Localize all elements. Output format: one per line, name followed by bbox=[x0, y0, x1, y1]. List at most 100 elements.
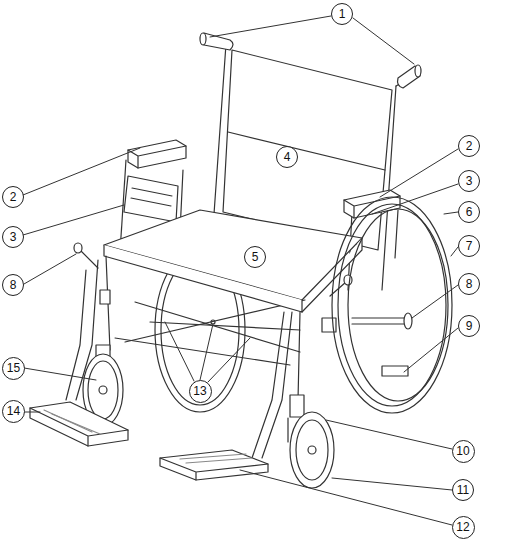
callout-number: 6 bbox=[458, 201, 480, 223]
leader-line bbox=[23, 205, 124, 235]
callout-number: 8 bbox=[458, 273, 480, 295]
push-handle bbox=[200, 33, 206, 45]
callout-number: 10 bbox=[456, 445, 469, 457]
callout-number: 2 bbox=[10, 191, 17, 203]
rear-wheel bbox=[332, 197, 452, 413]
callout-number: 5 bbox=[244, 246, 266, 268]
callout-number: 2 bbox=[458, 135, 480, 157]
leader-line bbox=[165, 322, 194, 381]
cross-brace bbox=[115, 300, 305, 365]
callout-number: 1 bbox=[339, 8, 346, 20]
footplate bbox=[44, 410, 92, 432]
leader-line bbox=[372, 184, 458, 214]
leader-line bbox=[404, 328, 458, 372]
leader-line bbox=[444, 212, 458, 214]
brake-lever bbox=[80, 250, 98, 268]
callout-number: 14 bbox=[2, 400, 25, 423]
callout-number: 7 bbox=[466, 240, 473, 252]
callout-number: 10 bbox=[452, 440, 475, 463]
seat bbox=[104, 210, 362, 312]
callout-number: 9 bbox=[466, 320, 473, 332]
leader-line bbox=[380, 149, 458, 197]
caster-wheel bbox=[88, 361, 118, 419]
brake-lever bbox=[74, 243, 352, 332]
callout-number: 1 bbox=[331, 3, 353, 25]
rear-wheel bbox=[382, 366, 408, 376]
callout-number: 5 bbox=[252, 251, 259, 263]
leader-line bbox=[332, 478, 452, 490]
leader-line bbox=[24, 368, 96, 380]
armrest bbox=[395, 210, 398, 258]
callout-number: 12 bbox=[452, 516, 475, 539]
seat bbox=[104, 245, 302, 312]
front-frame bbox=[252, 312, 284, 458]
backrest bbox=[228, 132, 385, 170]
rear-wheel bbox=[348, 209, 448, 401]
leader-line bbox=[208, 338, 250, 382]
cross-brace bbox=[125, 300, 305, 342]
caster-wheel bbox=[83, 345, 334, 488]
leader-line bbox=[24, 254, 76, 284]
armrest bbox=[124, 176, 178, 222]
leader-line bbox=[326, 420, 452, 449]
callout-number: 2 bbox=[466, 140, 473, 152]
callout-number: 4 bbox=[276, 146, 298, 168]
callout-number: 3 bbox=[10, 231, 17, 243]
callout-number: 6 bbox=[466, 206, 473, 218]
rear-wheel bbox=[404, 313, 412, 329]
leader-line bbox=[23, 16, 458, 525]
footplate bbox=[30, 408, 128, 446]
caster-wheel bbox=[99, 386, 107, 394]
leader-line bbox=[200, 324, 213, 380]
footplate bbox=[30, 402, 128, 446]
callout-number: 2 bbox=[2, 186, 24, 208]
callout-number: 15 bbox=[2, 357, 25, 380]
leader-line bbox=[353, 18, 414, 64]
callout-number: 4 bbox=[284, 151, 291, 163]
callout-number: 8 bbox=[10, 279, 17, 291]
callout-number: 8 bbox=[2, 274, 24, 296]
footplate bbox=[30, 402, 268, 480]
brake-lever bbox=[100, 290, 110, 304]
front-frame bbox=[66, 270, 86, 400]
callout-number: 14 bbox=[7, 405, 20, 417]
rear-wheel bbox=[352, 318, 408, 324]
footplate bbox=[180, 454, 252, 463]
callout-number: 7 bbox=[458, 235, 480, 257]
callout-number: 3 bbox=[458, 170, 480, 192]
callout-number: 13 bbox=[193, 385, 206, 397]
footplate bbox=[160, 450, 268, 480]
caster-wheel bbox=[296, 420, 328, 480]
cross-brace bbox=[211, 320, 215, 324]
callout-number: 3 bbox=[2, 226, 24, 248]
leader-line bbox=[240, 470, 452, 525]
callout-number: 11 bbox=[457, 484, 469, 496]
leader-line bbox=[210, 16, 331, 37]
armrest bbox=[131, 188, 172, 206]
caster-wheel bbox=[290, 412, 334, 488]
leader-line bbox=[412, 285, 458, 318]
push-handle bbox=[200, 33, 421, 88]
push-handle bbox=[398, 66, 421, 88]
cross-brace bbox=[115, 338, 290, 365]
leader-line bbox=[24, 412, 40, 413]
callout-number: 11 bbox=[452, 479, 474, 501]
caster-wheel bbox=[308, 446, 316, 454]
leader-line bbox=[451, 247, 458, 256]
callout-number: 3 bbox=[466, 175, 473, 187]
leader-line bbox=[23, 148, 140, 195]
caster-wheel bbox=[290, 395, 304, 417]
cross-brace bbox=[150, 322, 300, 330]
brake-lever bbox=[344, 275, 352, 285]
callout-number: 8 bbox=[466, 278, 473, 290]
callout-number: 12 bbox=[456, 521, 469, 533]
armrest bbox=[128, 140, 186, 168]
rear-wheel bbox=[332, 197, 452, 413]
front-frame bbox=[298, 312, 300, 400]
callout-number: 9 bbox=[458, 315, 480, 337]
push-handle bbox=[415, 65, 421, 77]
callout-number: 15 bbox=[7, 362, 20, 374]
